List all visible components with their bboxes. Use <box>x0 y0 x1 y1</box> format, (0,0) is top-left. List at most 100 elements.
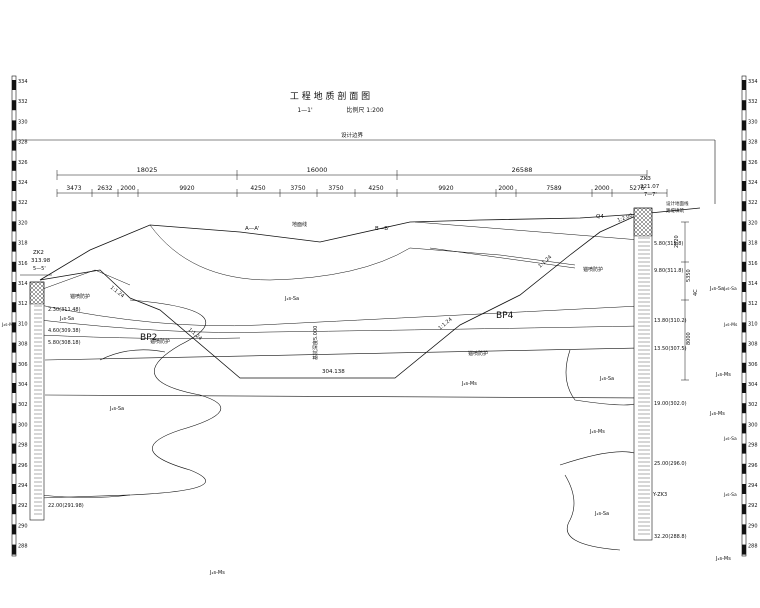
right-dim-4: 8000 <box>686 332 692 345</box>
left-ruler-label: 316 <box>18 261 28 267</box>
left-ruler-label: 320 <box>18 220 28 226</box>
right-ruler-label: 290 <box>748 523 758 529</box>
left-elevation-ruler: 3343323303283263243223203183163143123103… <box>11 75 28 557</box>
left-ruler-label: 326 <box>18 160 28 166</box>
dim-bottom-7: 3750 <box>328 185 343 192</box>
dim-bottom-12: 2000 <box>594 185 609 192</box>
right-ruler-block <box>742 463 746 474</box>
protect-bp4: 锚喷防护 <box>468 350 488 357</box>
left-layer-3: 5.80(308.18) <box>48 340 81 346</box>
left-ruler-label: 300 <box>18 422 28 428</box>
right-layer-6: 25.00(296.0) <box>654 461 687 467</box>
right-ruler-label: 288 <box>748 544 758 550</box>
label-left-edge-ms: J₂s-Ms <box>1 322 16 328</box>
right-ruler-block <box>742 504 746 515</box>
right-ruler-block <box>742 221 746 232</box>
left-ruler-block <box>12 120 16 131</box>
right-elevation-ruler: 3343323303283263243223203183163143123103… <box>741 75 758 557</box>
left-ruler-block <box>12 322 16 333</box>
protect-bp2: 锚喷防护 <box>150 338 170 345</box>
left-ruler-block <box>12 221 16 232</box>
left-ruler-block <box>12 443 16 454</box>
right-ruler-block <box>742 282 746 292</box>
right-dim-1: 2820 <box>674 235 680 248</box>
dim-bottom-6: 3750 <box>290 185 305 192</box>
right-ruler-label: 322 <box>748 200 758 206</box>
left-ruler-label: 296 <box>18 463 28 469</box>
left-ruler-block <box>12 342 16 353</box>
left-ruler-block <box>12 362 16 373</box>
dim-bottom-1: 3473 <box>66 185 81 192</box>
label-right-edge-sa: J₂s-Sa <box>723 492 737 498</box>
right-ruler-block <box>742 342 746 353</box>
left-ruler-label: 302 <box>18 402 28 408</box>
right-ruler-block <box>742 484 746 494</box>
protect-left: 锚喷防护 <box>70 293 90 300</box>
right-ruler-block <box>742 362 746 373</box>
right-ruler-label: 298 <box>748 443 758 449</box>
label-jms-5: J₂s-Ms <box>709 411 725 417</box>
label-fill-note: 路堤填筑 <box>666 207 684 214</box>
left-ruler-block <box>12 282 16 292</box>
left-ruler-label: 298 <box>18 443 28 449</box>
right-ruler-label: 314 <box>748 281 758 287</box>
label-jsa-3: J₂s-Sa <box>599 376 614 382</box>
dim-bottom-13: 5276 <box>629 185 644 192</box>
design-excavation-profile <box>39 213 641 379</box>
right-ruler-label: 326 <box>748 160 758 166</box>
left-ruler-label: 334 <box>18 79 28 85</box>
label-jms-1: J₂s-Ms <box>461 381 477 387</box>
label-jms-4: J₂s-Ms <box>715 556 731 562</box>
right-ruler-label: 304 <box>748 382 758 388</box>
right-ruler-label: 316 <box>748 261 758 267</box>
right-ruler-label: 310 <box>748 321 758 327</box>
left-ruler-block <box>12 201 16 212</box>
right-layer-1: 5.80(315.8) <box>654 241 683 247</box>
label-jms-3: J₂s-Ms <box>209 570 225 576</box>
label-b-b: B—B' <box>375 226 390 232</box>
drawing-title: 工 程 地 质 剖 面 图 <box>290 90 370 102</box>
right-layer-5: 19.00(302.0) <box>654 401 687 407</box>
label-a-a: A—A' <box>245 226 260 232</box>
label-jsa-4: J₂s-Sa <box>594 511 609 517</box>
right-ruler-label: 324 <box>748 180 758 186</box>
right-ruler-label: 328 <box>748 140 758 146</box>
left-ruler-block <box>12 181 16 191</box>
dim-top-3: 26588 <box>512 166 533 174</box>
left-layer-4: 22.00(291.98) <box>48 503 84 509</box>
left-ruler-block <box>12 463 16 474</box>
label-jsa-5: J₂s-Sa <box>59 316 74 322</box>
right-ruler-label: 308 <box>748 342 758 348</box>
left-borehole-section: 5—5' <box>33 266 46 272</box>
dim-bottom-4: 9920 <box>179 185 194 192</box>
dimension-top <box>56 170 648 180</box>
right-borehole-column <box>633 207 653 541</box>
right-borehole-section: 7—7' <box>644 192 657 198</box>
left-ruler-block <box>12 80 16 90</box>
right-ruler-label: 306 <box>748 362 758 368</box>
right-ruler-block <box>742 120 746 131</box>
left-ruler-block <box>12 302 16 313</box>
left-ruler-block <box>12 160 16 171</box>
left-ruler-block <box>12 524 16 535</box>
label-ground-line: 地面线 <box>292 221 307 228</box>
left-ruler-block <box>12 100 16 111</box>
left-ruler-block <box>12 403 16 414</box>
left-ruler-label: 330 <box>18 119 28 125</box>
label-bp4: BP4 <box>496 311 514 321</box>
dim-bottom-3: 2000 <box>120 185 135 192</box>
left-ruler-block <box>12 484 16 494</box>
dim-bottom-8: 4250 <box>368 185 383 192</box>
right-ruler-block <box>742 383 746 393</box>
ground-surface-line <box>39 207 701 281</box>
left-ruler-label: 288 <box>18 544 28 550</box>
right-borehole-dimension <box>681 221 689 381</box>
right-ruler-label: 312 <box>748 301 758 307</box>
right-ruler-label: 330 <box>748 119 758 125</box>
right-ruler-block <box>742 322 746 333</box>
left-ruler-label: 290 <box>18 523 28 529</box>
left-ruler-label: 292 <box>18 503 28 509</box>
dim-top-2: 16000 <box>307 166 328 174</box>
right-ruler-block <box>742 423 746 434</box>
